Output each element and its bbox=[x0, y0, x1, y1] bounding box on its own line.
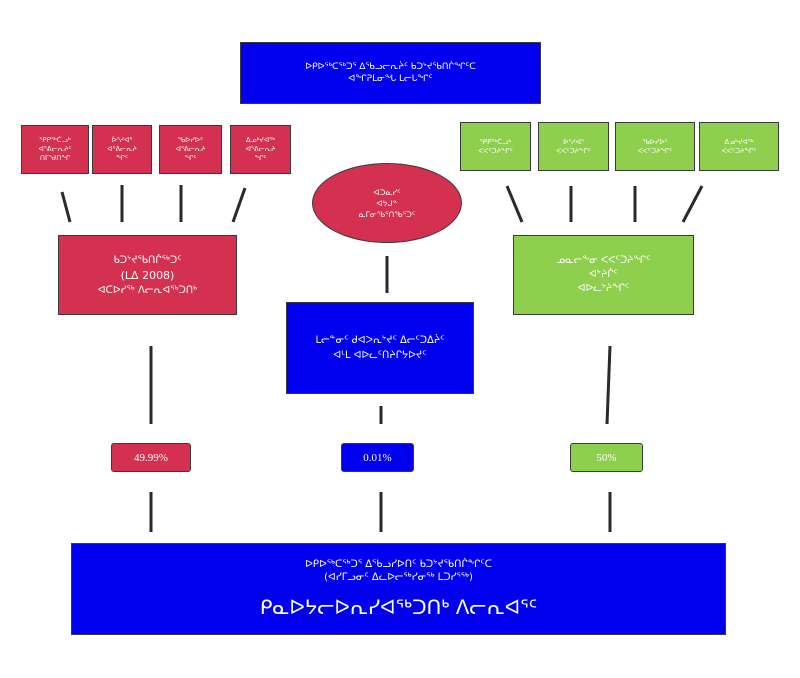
pct-left-label: 49.99% bbox=[134, 451, 168, 464]
right-mid-line3: ᐊᐅᓚᔾᔨᖏᑦ bbox=[577, 283, 630, 294]
right-small-box-2-line2: ᐸᐸᑦᑐᔨᖏᑦ bbox=[556, 146, 591, 155]
connector-left-1 bbox=[60, 191, 72, 223]
right-small-box-4-line1: ᐃᓄᒃᔪᐊᖅ bbox=[724, 137, 754, 146]
left-small-box-3: ᖃᐅᓯᐅᑦ ᐊᕐᕕᓕᕆᔨ ᖏᑦ bbox=[159, 125, 222, 174]
pct-center-box: 0.01% bbox=[341, 443, 414, 472]
center-mid-line2: ᐊᒻᒪ ᐊᐅᓚᑦᑎᔨᒋᔭᐅᔪᑦ bbox=[333, 350, 427, 361]
left-small-box-4-line1: ᐃᓄᒃᔪᐊᖅ bbox=[245, 136, 276, 144]
left-mid-line3: ᐊᑕᐅᓯᖅ ᐱᓕᕆᐊᖅᑐᑎᒃ bbox=[97, 284, 198, 296]
left-small-box-2-line2: ᐊᕐᕕᓕᕆᔨ bbox=[107, 145, 137, 153]
right-small-box-4-line2: ᐸᐸᑦᑐᔨᖏᑦ bbox=[721, 146, 757, 155]
right-mid-box: ᓄᓇᓕᖕᓂ ᐸᐸᑦᑐᔨᖏᑦ ᐊᔾᔨᒌᑦ ᐊᐅᓚᔾᔨᖏᑦ bbox=[513, 235, 694, 315]
left-small-box-4-line3: ᖏᑦ bbox=[254, 154, 267, 162]
right-small-box-1-line1: ᕿᑭᖅᑖᓗᒃ bbox=[479, 137, 512, 146]
connector-left-4 bbox=[231, 187, 247, 223]
right-small-box-3-line1: ᖃᐅᓯᐅᑦ bbox=[642, 137, 668, 146]
right-small-box-2-line1: ᐆᕐᓱᐊᕐ bbox=[563, 137, 584, 146]
left-mid-line1: ᑲᑐᔾᔪᖃᑎᒌᖅᑐᑦ bbox=[113, 254, 182, 266]
right-mid-line1: ᓄᓇᓕᖕᓂ ᐸᐸᑦᑐᔨᖏᑦ bbox=[556, 255, 651, 266]
ellipse-line2: ᐊᔭᒍᓐ bbox=[376, 198, 398, 208]
left-small-box-4: ᐃᓄᒃᔪᐊᖅ ᐊᕐᕕᓕᕆᔨ ᖏᑦ bbox=[230, 125, 291, 174]
bottom-box: ᐅᑭᐅᖅᑕᖅᑐᕐ ᐃᖃᓗᓯᐅᑎᑦ ᑲᑐᔾᔪᖃᑎᒌᖏᑦᑕ (ᐊᓯᒥᓗᓂᑦ ᐃᓚᐅᓕ… bbox=[71, 543, 726, 635]
right-small-box-3-line2: ᐸᐸᑦᑐᔨᖏᑦ bbox=[637, 146, 673, 155]
pct-left-box: 49.99% bbox=[111, 443, 191, 472]
bottom-box-line2: (ᐊᓯᒥᓗᓂᑦ ᐃᓚᐅᓕᖅᓯᓂᖅ ᒪᑐᓯᕐᖅ) bbox=[324, 572, 473, 583]
top-box-line2: ᐊᖏᕈᒪᓂᖓ ᒪᓕᒐᖏᑦ bbox=[348, 74, 433, 84]
left-small-box-1: ᕿᑭᖅᑖᓗᒃ ᐊᕐᕕᓕᕆᔨᑦ ᑎᒥᖁᑎᖏ bbox=[21, 125, 89, 174]
left-mid-line2: (ᒪᐃ 2008) bbox=[120, 268, 175, 282]
left-small-box-2-line1: ᐆᕐᓱᐊᕐ bbox=[111, 136, 133, 144]
top-box-line1: ᐅᑭᐅᖅᑕᖅᑐᕐ ᐃᖃᓗᓕᕆᔩᑦ ᑲᑐᔾᔪᖃᑎᒌᖏᑦᑕ bbox=[305, 62, 476, 72]
left-small-box-1-line3: ᑎᒥᖁᑎᖏ bbox=[39, 154, 71, 162]
right-small-box-1: ᕿᑭᖅᑖᓗᒃ ᐸᐸᑦᑐᔨᖏᑦ bbox=[460, 122, 531, 171]
left-small-box-3-line1: ᖃᐅᓯᐅᑦ bbox=[177, 136, 204, 144]
bottom-box-line3: ᑭᓇᐅᔭᓕᐅᕆᓯᐊᖅᑐᑎᒃ ᐱᓕᕆᐊᕐᑦ bbox=[259, 595, 538, 619]
right-small-box-2: ᐆᕐᓱᐊᕐ ᐸᐸᑦᑐᔨᖏᑦ bbox=[538, 122, 609, 171]
ellipse-line3: ᓇᒥᓂᖃᕐᑎᖃᕐᑐᑦ bbox=[358, 209, 416, 219]
left-small-box-3-line3: ᖏᑦ bbox=[184, 154, 197, 162]
center-mid-box: ᒪᓕᓐᓂᑦ ᑯᐊᐳᕆᔾᔪᑦ ᐃᓕᑦᑐᐃᔩᑦ ᐊᒻᒪ ᐊᐅᓚᑦᑎᔨᒋᔭᐅᔪᑦ bbox=[286, 302, 474, 394]
left-small-box-3-line2: ᐊᕐᕕᓕᕆᔨ bbox=[175, 145, 206, 153]
center-mid-line1: ᒪᓕᓐᓂᑦ ᑯᐊᐳᕆᔾᔪᑦ ᐃᓕᑦᑐᐃᔩᑦ bbox=[315, 335, 445, 346]
right-mid-line2: ᐊᔾᔨᒌᑦ bbox=[589, 269, 618, 280]
left-small-box-2: ᐆᕐᓱᐊᕐ ᐊᕐᕕᓕᕆᔨ ᖏᑦ bbox=[92, 125, 152, 174]
pct-right-label: 50% bbox=[596, 451, 617, 464]
top-box: ᐅᑭᐅᖅᑕᖅᑐᕐ ᐃᖃᓗᓕᕆᔩᑦ ᑲᑐᔾᔪᖃᑎᒌᖏᑦᑕ ᐊᖏᕈᒪᓂᖓ ᒪᓕᒐᖏᑦ bbox=[240, 42, 541, 104]
right-small-box-1-line2: ᐸᐸᑦᑐᔨᖏᑦ bbox=[478, 146, 513, 155]
pct-center-label: 0.01% bbox=[363, 451, 392, 464]
bottom-box-line1: ᐅᑭᐅᖅᑕᖅᑐᕐ ᐃᖃᓗᓯᐅᑎᑦ ᑲᑐᔾᔪᖃᑎᒌᖏᑦᑕ bbox=[305, 559, 492, 570]
left-small-box-1-line1: ᕿᑭᖅᑖᓗᒃ bbox=[39, 136, 71, 144]
connector-right-pct bbox=[605, 345, 612, 425]
right-small-box-4: ᐃᓄᒃᔪᐊᖅ ᐸᐸᑦᑐᔨᖏᑦ bbox=[699, 122, 779, 171]
ellipse-node: ᐊᑐᓇᓯᑦ ᐊᔭᒍᓐ ᓇᒥᓂᖃᕐᑎᖃᕐᑐᑦ bbox=[312, 163, 462, 243]
right-small-box-3: ᖃᐅᓯᐅᑦ ᐸᐸᑦᑐᔨᖏᑦ bbox=[615, 122, 695, 171]
pct-right-box: 50% bbox=[570, 443, 643, 472]
connector-right-4 bbox=[681, 185, 704, 223]
ellipse-line1: ᐊᑐᓇᓯᑦ bbox=[373, 187, 401, 197]
left-small-box-2-line3: ᖏᑦ bbox=[116, 154, 128, 162]
left-small-box-1-line2: ᐊᕐᕕᓕᕆᔨᑦ bbox=[38, 145, 72, 153]
left-mid-box: ᑲᑐᔾᔪᖃᑎᒌᖅᑐᑦ (ᒪᐃ 2008) ᐊᑕᐅᓯᖅ ᐱᓕᕆᐊᖅᑐᑎᒃ bbox=[58, 235, 237, 315]
left-small-box-4-line2: ᐊᕐᕕᓕᕆᔨ bbox=[245, 145, 276, 153]
connector-right-1 bbox=[505, 185, 524, 223]
